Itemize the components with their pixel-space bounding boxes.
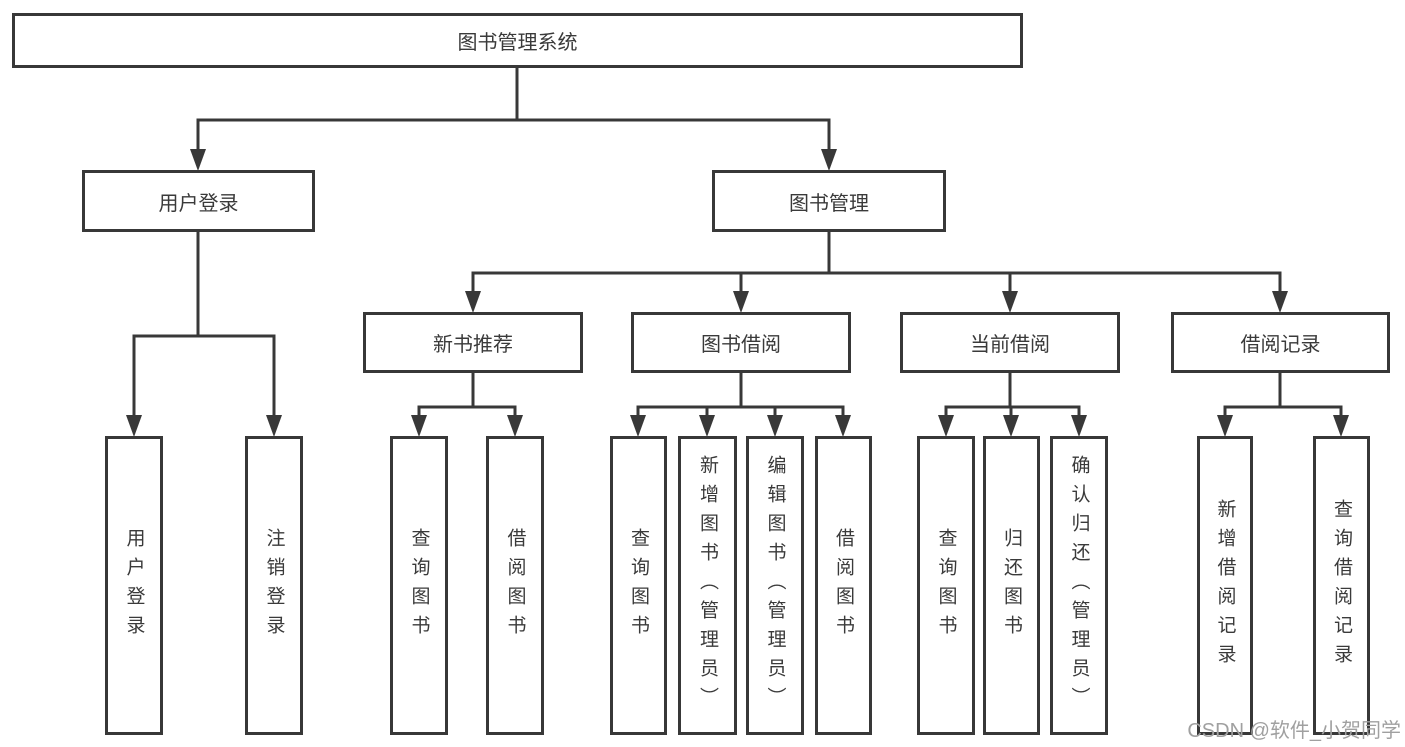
leaf-records-add-record-label: 新增借阅记录 <box>1214 498 1236 673</box>
node-root-label: 图书管理系统 <box>457 32 578 54</box>
leaf-recommend-borrow-books: 借阅图书 <box>486 436 544 735</box>
leaf-recommend-query-books-label: 查询图书 <box>408 527 430 644</box>
leaf-borrow-add-books-admin: 新增图书（管理员） <box>678 436 737 735</box>
leaf-borrow-edit-books-admin: 编辑图书（管理员） <box>746 436 804 735</box>
leaf-logout: 注销登录 <box>245 436 303 735</box>
leaf-borrow-query-books-label: 查询图书 <box>628 527 649 644</box>
leaf-current-confirm-return-admin: 确认归还（管理员） <box>1050 436 1108 735</box>
node-current-borrowing: 当前借阅 <box>900 312 1120 373</box>
leaf-records-query-record-label: 查询借阅记录 <box>1331 498 1352 673</box>
leaf-borrow-borrow-books-label: 借阅图书 <box>833 527 854 644</box>
leaf-borrow-borrow-books: 借阅图书 <box>815 436 872 735</box>
node-borrowing-records: 借阅记录 <box>1171 312 1390 373</box>
leaf-borrow-add-books-admin-label: 新增图书（管理员） <box>697 455 718 716</box>
arrowhead-icons <box>126 149 1349 437</box>
node-new-book-recommendation-label: 新书推荐 <box>433 334 513 356</box>
leaf-records-query-record: 查询借阅记录 <box>1313 436 1370 735</box>
node-book-management-label: 图书管理 <box>789 192 869 215</box>
node-book-management: 图书管理 <box>712 170 946 232</box>
leaf-borrow-query-books: 查询图书 <box>610 436 667 735</box>
node-book-borrowing-label: 图书借阅 <box>701 334 781 356</box>
leaf-records-add-record: 新增借阅记录 <box>1197 436 1253 735</box>
node-user-login: 用户登录 <box>82 170 315 232</box>
leaf-recommend-borrow-books-label: 借阅图书 <box>504 527 526 644</box>
node-borrowing-records-label: 借阅记录 <box>1240 334 1321 356</box>
leaf-user-login-label: 用户登录 <box>123 527 145 644</box>
node-user-login-label: 用户登录 <box>158 192 239 215</box>
leaf-borrow-edit-books-admin-label: 编辑图书（管理员） <box>764 455 786 716</box>
leaf-current-return-books-label: 归还图书 <box>1001 527 1022 644</box>
leaf-current-return-books: 归还图书 <box>983 436 1040 735</box>
leaf-current-query-books-label: 查询图书 <box>935 527 957 644</box>
node-new-book-recommendation: 新书推荐 <box>363 312 583 373</box>
leaf-current-confirm-return-admin-label: 确认归还（管理员） <box>1068 455 1090 716</box>
leaf-user-login: 用户登录 <box>105 436 163 735</box>
node-book-borrowing: 图书借阅 <box>631 312 851 373</box>
node-current-borrowing-label: 当前借阅 <box>970 334 1050 356</box>
leaf-logout-label: 注销登录 <box>263 527 285 644</box>
node-root: 图书管理系统 <box>12 13 1023 68</box>
leaf-recommend-query-books: 查询图书 <box>390 436 448 735</box>
watermark: CSDN @软件_小贺同学 <box>1187 720 1401 742</box>
leaf-current-query-books: 查询图书 <box>917 436 975 735</box>
